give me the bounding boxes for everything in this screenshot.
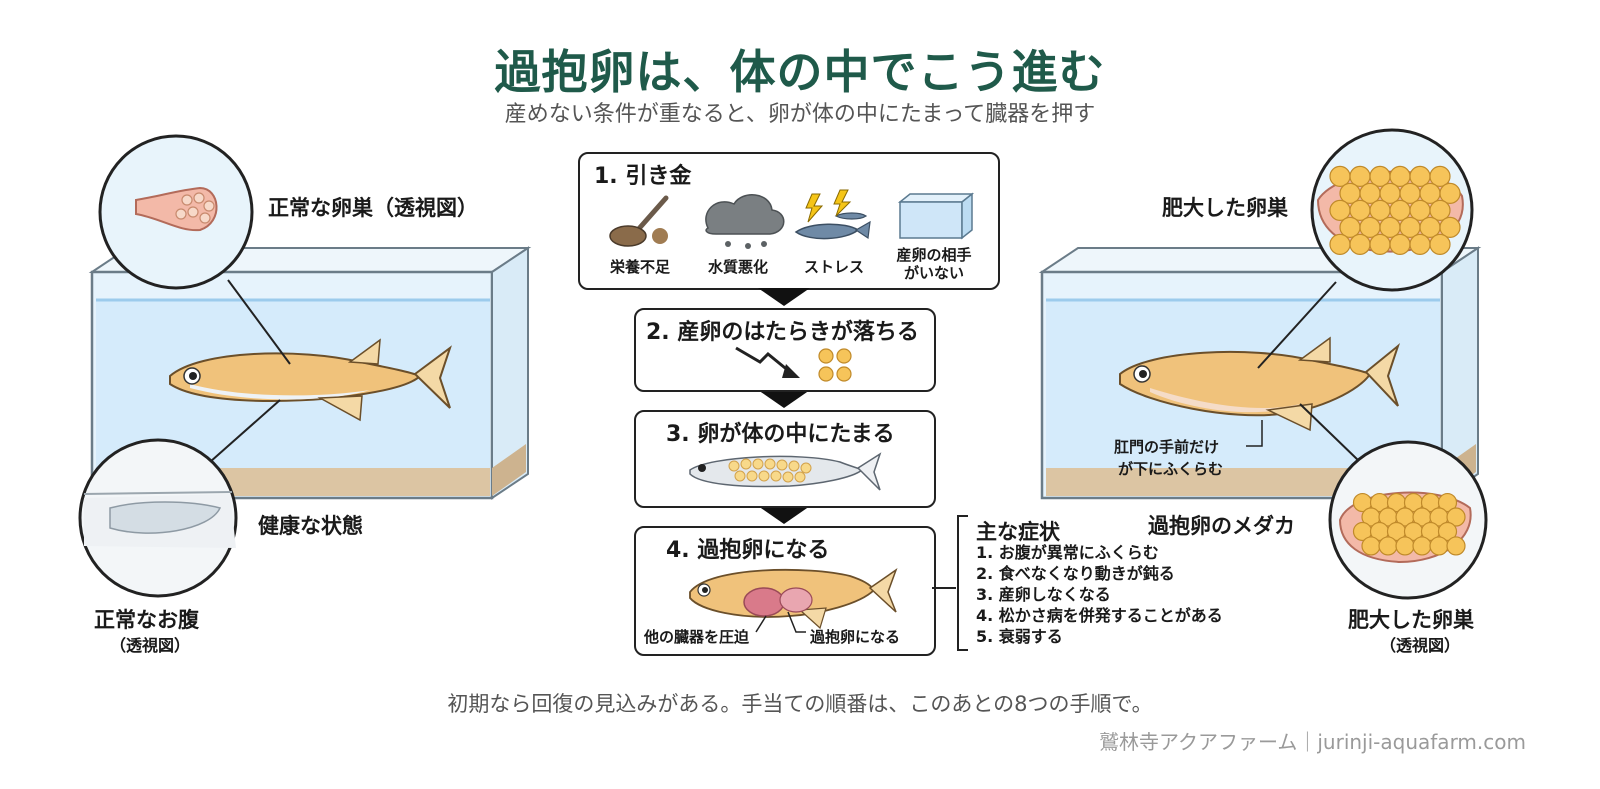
normal-belly-sublabel: （透視図） bbox=[110, 636, 191, 655]
enlarged-ovary-label: 肥大した卵巣 bbox=[1162, 196, 1288, 220]
bulge-note-line-2: が下にふくらむ bbox=[1118, 460, 1224, 478]
enlarged-ovary-bottom-circle bbox=[1328, 440, 1488, 600]
normal-belly-label: 正常なお腹 bbox=[94, 608, 199, 632]
step-1-title: 1. 引き金 bbox=[594, 164, 692, 189]
eggs-icon bbox=[818, 348, 852, 382]
overripe-fish-label: 過抱卵のメダカ bbox=[1148, 514, 1295, 538]
egg bbox=[1412, 536, 1432, 556]
egg bbox=[1369, 233, 1391, 255]
egg bbox=[1329, 233, 1351, 255]
egg bbox=[1361, 536, 1381, 556]
symptom-3: 3. 産卵しなくなる bbox=[976, 585, 1111, 604]
symptom-1: 1. お腹が異常にふくらむ bbox=[976, 543, 1159, 562]
egg bbox=[1429, 233, 1451, 255]
credit: 鷲林寺アクアファーム｜jurinji-aquafarm.com bbox=[1098, 730, 1526, 754]
symptom-4: 4. 松かさ病を併発することがある bbox=[976, 606, 1223, 625]
egg bbox=[1409, 233, 1431, 255]
egg bbox=[1439, 216, 1461, 238]
footer-note: 初期なら回復の見込みがある。手当ての順番は、このあとの8つの手順で。 bbox=[447, 692, 1153, 716]
step-3-title: 3. 卵が体の中にたまる bbox=[666, 422, 895, 447]
decline-arrow-icon bbox=[735, 346, 791, 374]
enlarged-ovary-bottom-sublabel: （透視図） bbox=[1380, 636, 1461, 655]
egg bbox=[1395, 536, 1415, 556]
trigger-no-partner-1: 産卵の相手 bbox=[896, 246, 972, 264]
bulge-note-line-1: 肛門の手前だけ bbox=[1114, 438, 1220, 456]
trigger-nutrition: 栄養不足 bbox=[609, 258, 670, 276]
egg bbox=[1429, 199, 1451, 221]
egg bbox=[1378, 536, 1398, 556]
egg bbox=[1437, 521, 1458, 542]
egg bbox=[1429, 165, 1451, 187]
egg bbox=[1437, 492, 1458, 513]
page-subtitle: 産めない条件が重なると、卵が体の中にたまって臓器を押す bbox=[504, 102, 1096, 127]
stressed-fish-icon bbox=[794, 189, 871, 240]
symptom-2: 2. 食べなくなり動きが鈍る bbox=[976, 564, 1175, 583]
symptoms-title: 主な症状 bbox=[976, 520, 1060, 544]
step-4-title: 4. 過抱卵になる bbox=[666, 538, 830, 563]
dirty-water-cloud-icon bbox=[705, 194, 785, 249]
left-healthy-fish bbox=[169, 338, 452, 422]
healthy-state-label: 健康な状態 bbox=[258, 514, 363, 538]
right-swollen-fish bbox=[1119, 336, 1401, 432]
step-4-right-note: 過抱卵になる bbox=[810, 628, 901, 646]
egg bbox=[1429, 536, 1449, 556]
trigger-water-quality: 水質悪化 bbox=[707, 258, 768, 276]
egg bbox=[1446, 507, 1466, 527]
trigger-stress: ストレス bbox=[803, 258, 864, 276]
egg bbox=[1446, 536, 1466, 556]
symptoms-list: 1. お腹が異常にふくらむ 2. 食べなくなり動きが鈍る 3. 産卵しなくなる … bbox=[976, 542, 1223, 647]
normal-ovary-circle bbox=[98, 134, 254, 290]
step-4-left-note: 他の臓器を圧迫 bbox=[644, 628, 750, 646]
page-title: 過抱卵は、体の中でこう進む bbox=[494, 45, 1106, 99]
step-2-title: 2. 産卵のはたらきが落ちる bbox=[646, 320, 919, 345]
egg bbox=[1389, 233, 1411, 255]
spoon-icon bbox=[609, 195, 669, 247]
enlarged-ovary-bottom-label: 肥大した卵巣 bbox=[1348, 608, 1474, 632]
trigger-no-partner-2: がいない bbox=[903, 264, 964, 282]
egg bbox=[1439, 182, 1461, 204]
empty-tank-icon bbox=[897, 192, 975, 240]
normal-ovary-label: 正常な卵巣（透視図） bbox=[268, 196, 478, 220]
symptom-5: 5. 衰弱する bbox=[976, 627, 1063, 646]
egg bbox=[1349, 233, 1371, 255]
enlarged-ovary-circle bbox=[1310, 128, 1474, 292]
normal-belly-circle bbox=[78, 438, 238, 598]
